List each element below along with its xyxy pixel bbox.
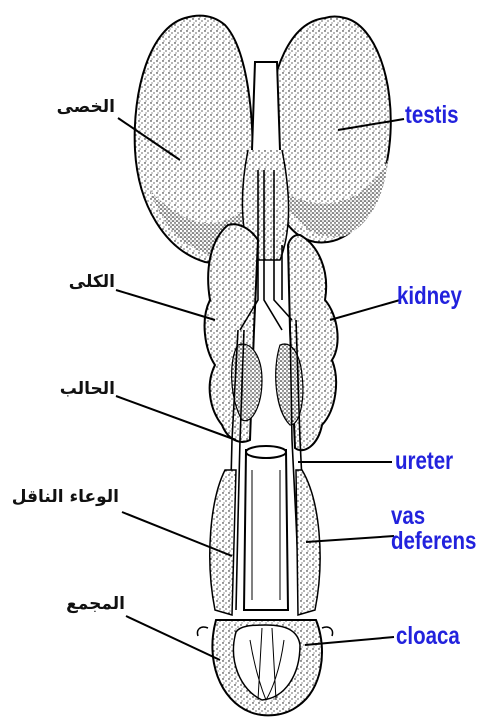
label-ureter-en: ureter [395,448,453,474]
label-cloaca-ar: المجمع [66,593,125,615]
label-vas-line2-en: deferens [391,528,476,554]
kidney-right-shape [276,235,338,450]
label-vas-line1-en: vas [391,503,425,529]
central-tube [244,446,288,610]
label-testis-en: testis [405,102,459,128]
label-testis-ar: الخصى [57,96,115,118]
leader-cloaca-ar [126,616,220,660]
label-vas-deferens-ar: الوعاء الناقل [12,486,119,508]
leader-kidney-en [330,300,400,320]
label-ureter-ar: الحالب [60,378,115,400]
cloaca-shape [197,620,332,715]
label-kidney-ar: الكلى [69,271,115,293]
lower-sac-left [210,470,236,615]
leader-kidney-ar [116,290,215,320]
label-cloaca-en: cloaca [396,623,460,649]
label-kidney-en: kidney [397,283,462,309]
